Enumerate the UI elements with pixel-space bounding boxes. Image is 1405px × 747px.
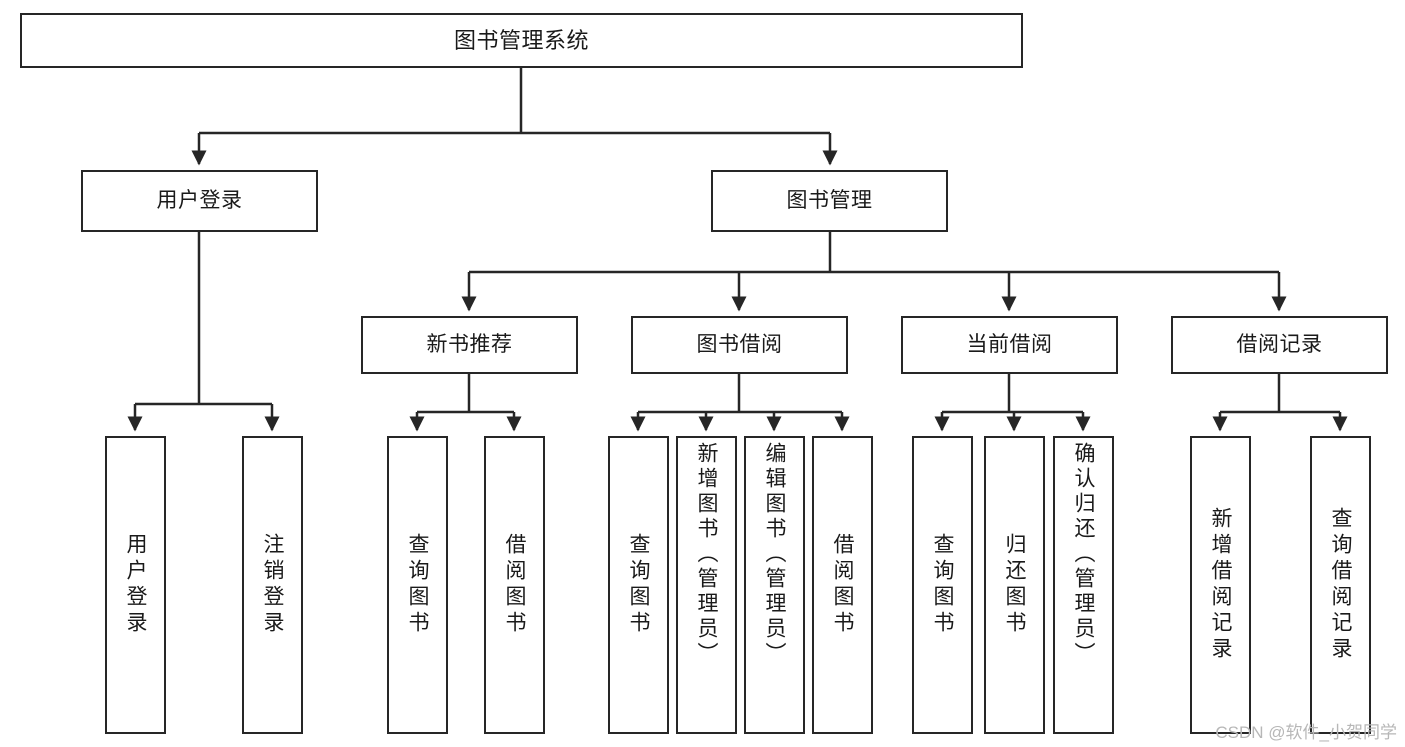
- node-label: 图书管理: [786, 188, 873, 212]
- node-label: 归还图书: [1003, 533, 1026, 637]
- node-label: 借阅图书: [503, 533, 526, 637]
- csdn-watermark: CSDN @软件_小贺同学: [1215, 723, 1397, 742]
- node-label: 新书推荐: [426, 332, 513, 356]
- node-leaf-newbook-query-book[interactable]: 查询图书: [387, 436, 448, 734]
- node-leaf-newbook-borrow-book[interactable]: 借阅图书: [484, 436, 545, 734]
- node-label: 编辑图书（管理员）: [763, 442, 786, 667]
- node-leaf-borrowrecord-add-record[interactable]: 新增借阅记录: [1190, 436, 1251, 734]
- node-label: 当前借阅: [966, 332, 1053, 356]
- node-label: 查询借阅记录: [1329, 507, 1352, 663]
- node-label: 查询图书: [406, 533, 429, 637]
- node-label: 注销登录: [261, 533, 284, 637]
- node-label: 查询图书: [931, 533, 954, 637]
- node-new-book-recommend[interactable]: 新书推荐: [361, 316, 578, 374]
- node-leaf-bookborrow-add-book[interactable]: 新增图书（管理员）: [676, 436, 737, 734]
- node-label: 确认归还（管理员）: [1072, 442, 1095, 667]
- node-borrow-record[interactable]: 借阅记录: [1171, 316, 1388, 374]
- node-label: 借阅图书: [831, 533, 854, 637]
- node-leaf-borrowrecord-query-record[interactable]: 查询借阅记录: [1310, 436, 1371, 734]
- node-label: 图书管理系统: [453, 27, 589, 53]
- node-label: 借阅记录: [1236, 332, 1323, 356]
- node-label: 新增图书（管理员）: [695, 442, 718, 667]
- node-leaf-currentborrow-confirm-return[interactable]: 确认归还（管理员）: [1053, 436, 1114, 734]
- node-leaf-bookborrow-query-book[interactable]: 查询图书: [608, 436, 669, 734]
- node-book-manage[interactable]: 图书管理: [711, 170, 948, 232]
- node-label: 查询图书: [627, 533, 650, 637]
- node-root-system[interactable]: 图书管理系统: [20, 13, 1023, 68]
- node-leaf-currentborrow-return-book[interactable]: 归还图书: [984, 436, 1045, 734]
- node-leaf-user-logout[interactable]: 注销登录: [242, 436, 303, 734]
- node-label: 用户登录: [156, 188, 243, 212]
- node-label: 用户登录: [124, 533, 147, 637]
- node-leaf-bookborrow-borrow-book[interactable]: 借阅图书: [812, 436, 873, 734]
- node-current-borrow[interactable]: 当前借阅: [901, 316, 1118, 374]
- node-leaf-bookborrow-edit-book[interactable]: 编辑图书（管理员）: [744, 436, 805, 734]
- node-leaf-currentborrow-query-book[interactable]: 查询图书: [912, 436, 973, 734]
- node-user-login[interactable]: 用户登录: [81, 170, 318, 232]
- node-label: 新增借阅记录: [1209, 507, 1232, 663]
- node-book-borrow[interactable]: 图书借阅: [631, 316, 848, 374]
- node-leaf-user-login[interactable]: 用户登录: [105, 436, 166, 734]
- node-label: 图书借阅: [696, 332, 783, 356]
